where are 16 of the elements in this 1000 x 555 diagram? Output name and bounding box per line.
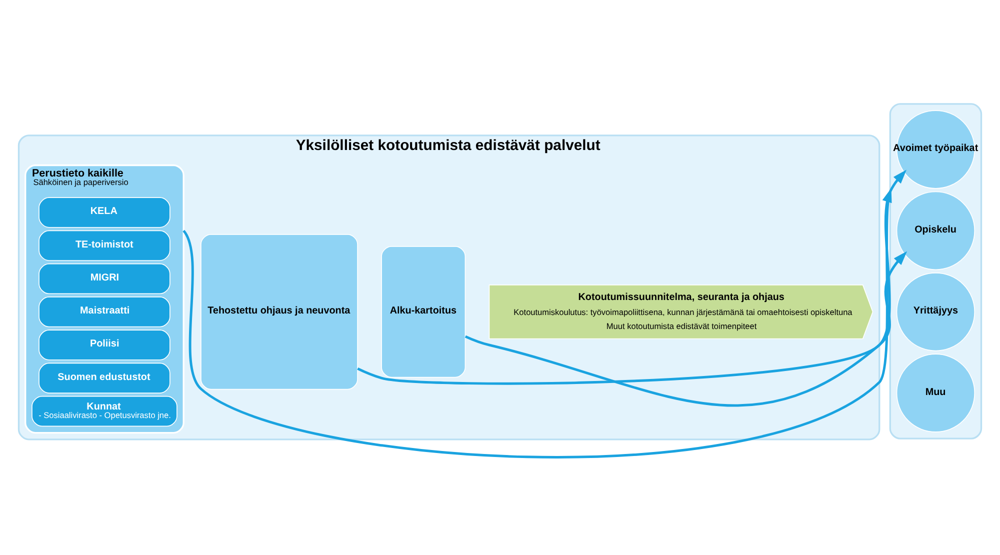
- node-box: KELA: [38, 197, 170, 228]
- arrow: [464, 251, 908, 407]
- node-circle: Muu: [896, 354, 976, 432]
- node-box: TE-toimistot: [38, 230, 170, 261]
- node-box: Tehostettu ohjaus ja neuvonta: [200, 234, 358, 390]
- node-box: Alku-kartoitus: [381, 246, 466, 378]
- arrow: [357, 188, 892, 385]
- cluster: [889, 103, 982, 440]
- node-box: Maistraatti: [38, 296, 170, 328]
- node-circle: Opiskelu: [896, 191, 976, 270]
- node-circle: Yrittäjyys: [896, 272, 976, 352]
- node-box: Kunnat - Sosiaalivirasto - Opetusvirasto jne.: [32, 396, 178, 427]
- node-box: Suomen edustustot: [38, 362, 170, 394]
- node-box: Poliisi: [38, 330, 170, 360]
- node-box: MIGRI: [38, 263, 170, 294]
- arrow: [182, 170, 907, 458]
